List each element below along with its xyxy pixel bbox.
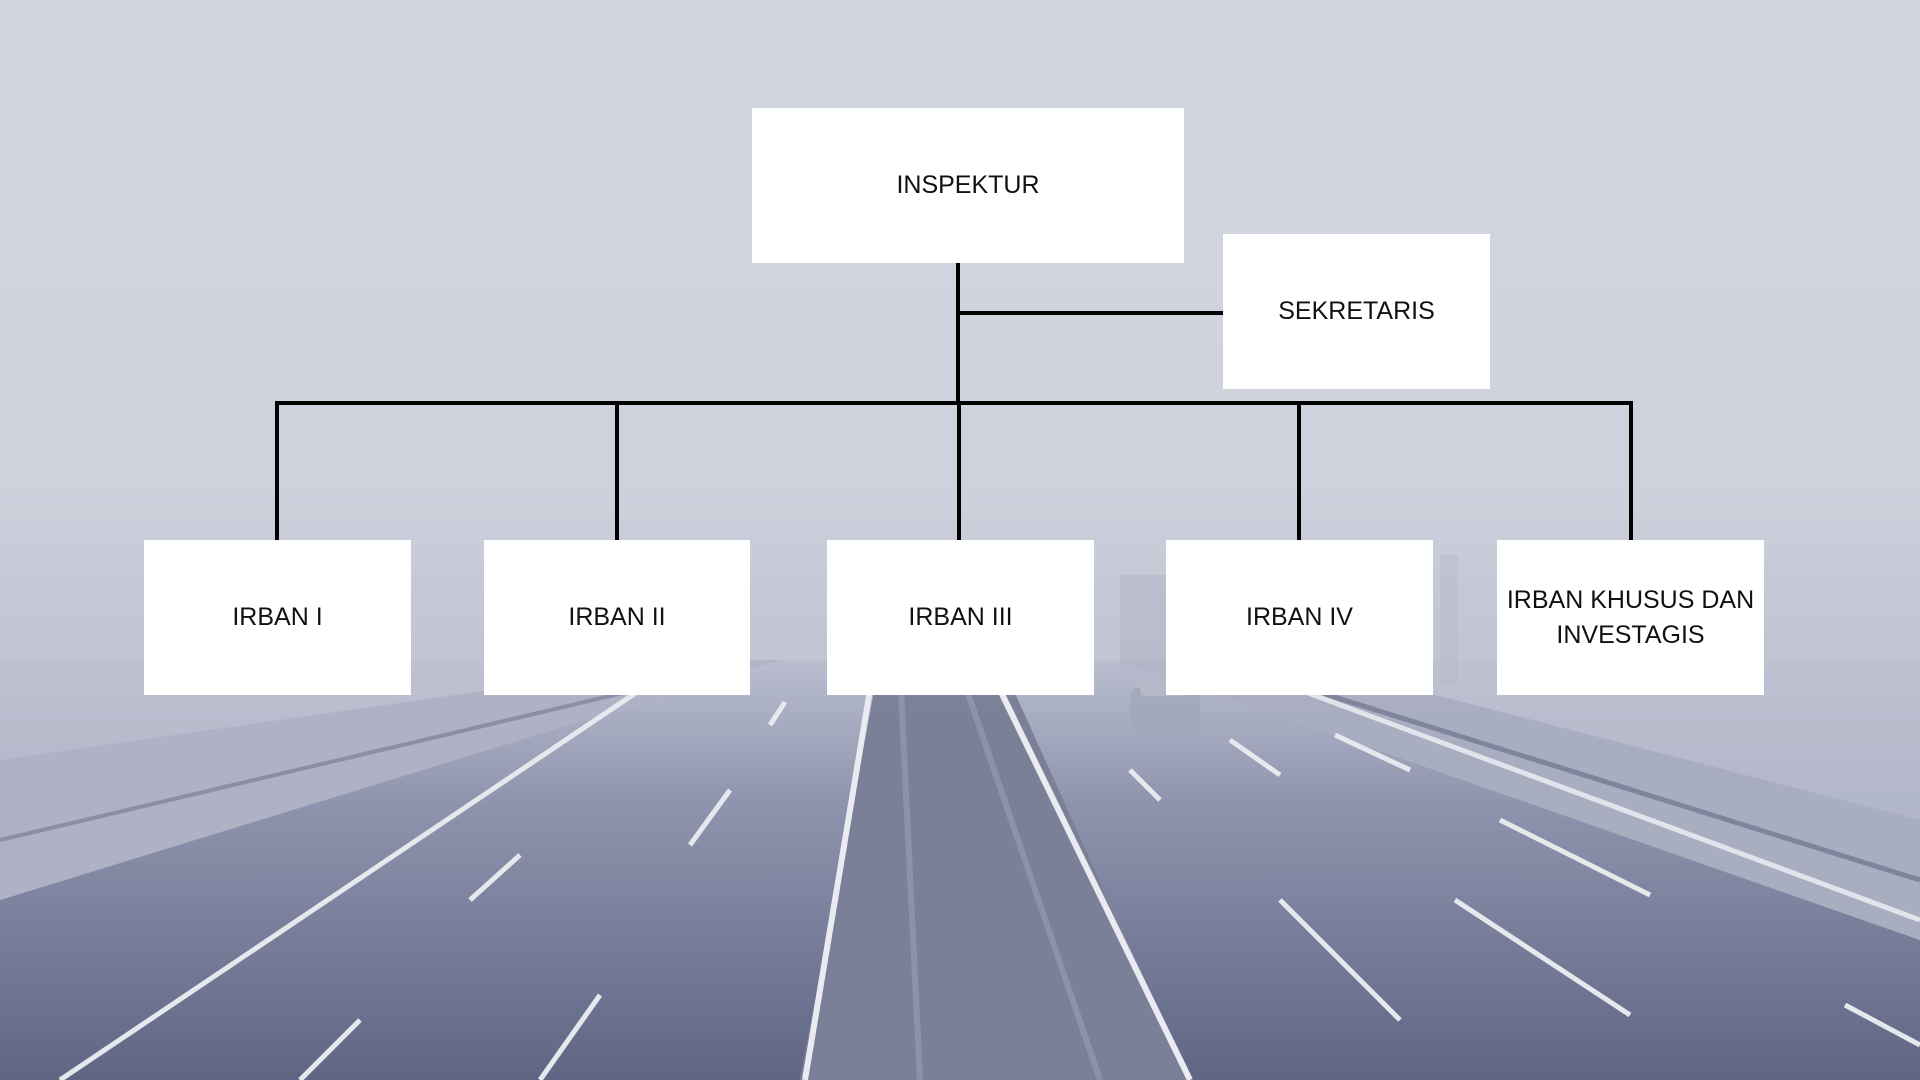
node-irban-iv: IRBAN IV — [1166, 540, 1433, 695]
node-inspektur-label: INSPEKTUR — [896, 171, 1040, 199]
node-irban-ii: IRBAN II — [484, 540, 750, 695]
node-irban-ii-label: IRBAN II — [568, 603, 666, 631]
node-inspektur: INSPEKTUR — [752, 108, 1184, 263]
node-sekretaris: SEKRETARIS — [1223, 234, 1490, 389]
node-irban-i-label: IRBAN I — [232, 603, 323, 631]
node-sekretaris-label: SEKRETARIS — [1278, 297, 1435, 325]
node-irban-khusus: IRBAN KHUSUS DAN INVESTAGIS — [1497, 540, 1764, 695]
node-irban-iv-label: IRBAN IV — [1246, 603, 1353, 631]
node-irban-i: IRBAN I — [144, 540, 411, 695]
node-irban-khusus-label: IRBAN KHUSUS DAN INVESTAGIS — [1506, 585, 1755, 649]
node-irban-iii: IRBAN III — [827, 540, 1094, 695]
node-irban-iii-label: IRBAN III — [908, 603, 1013, 631]
